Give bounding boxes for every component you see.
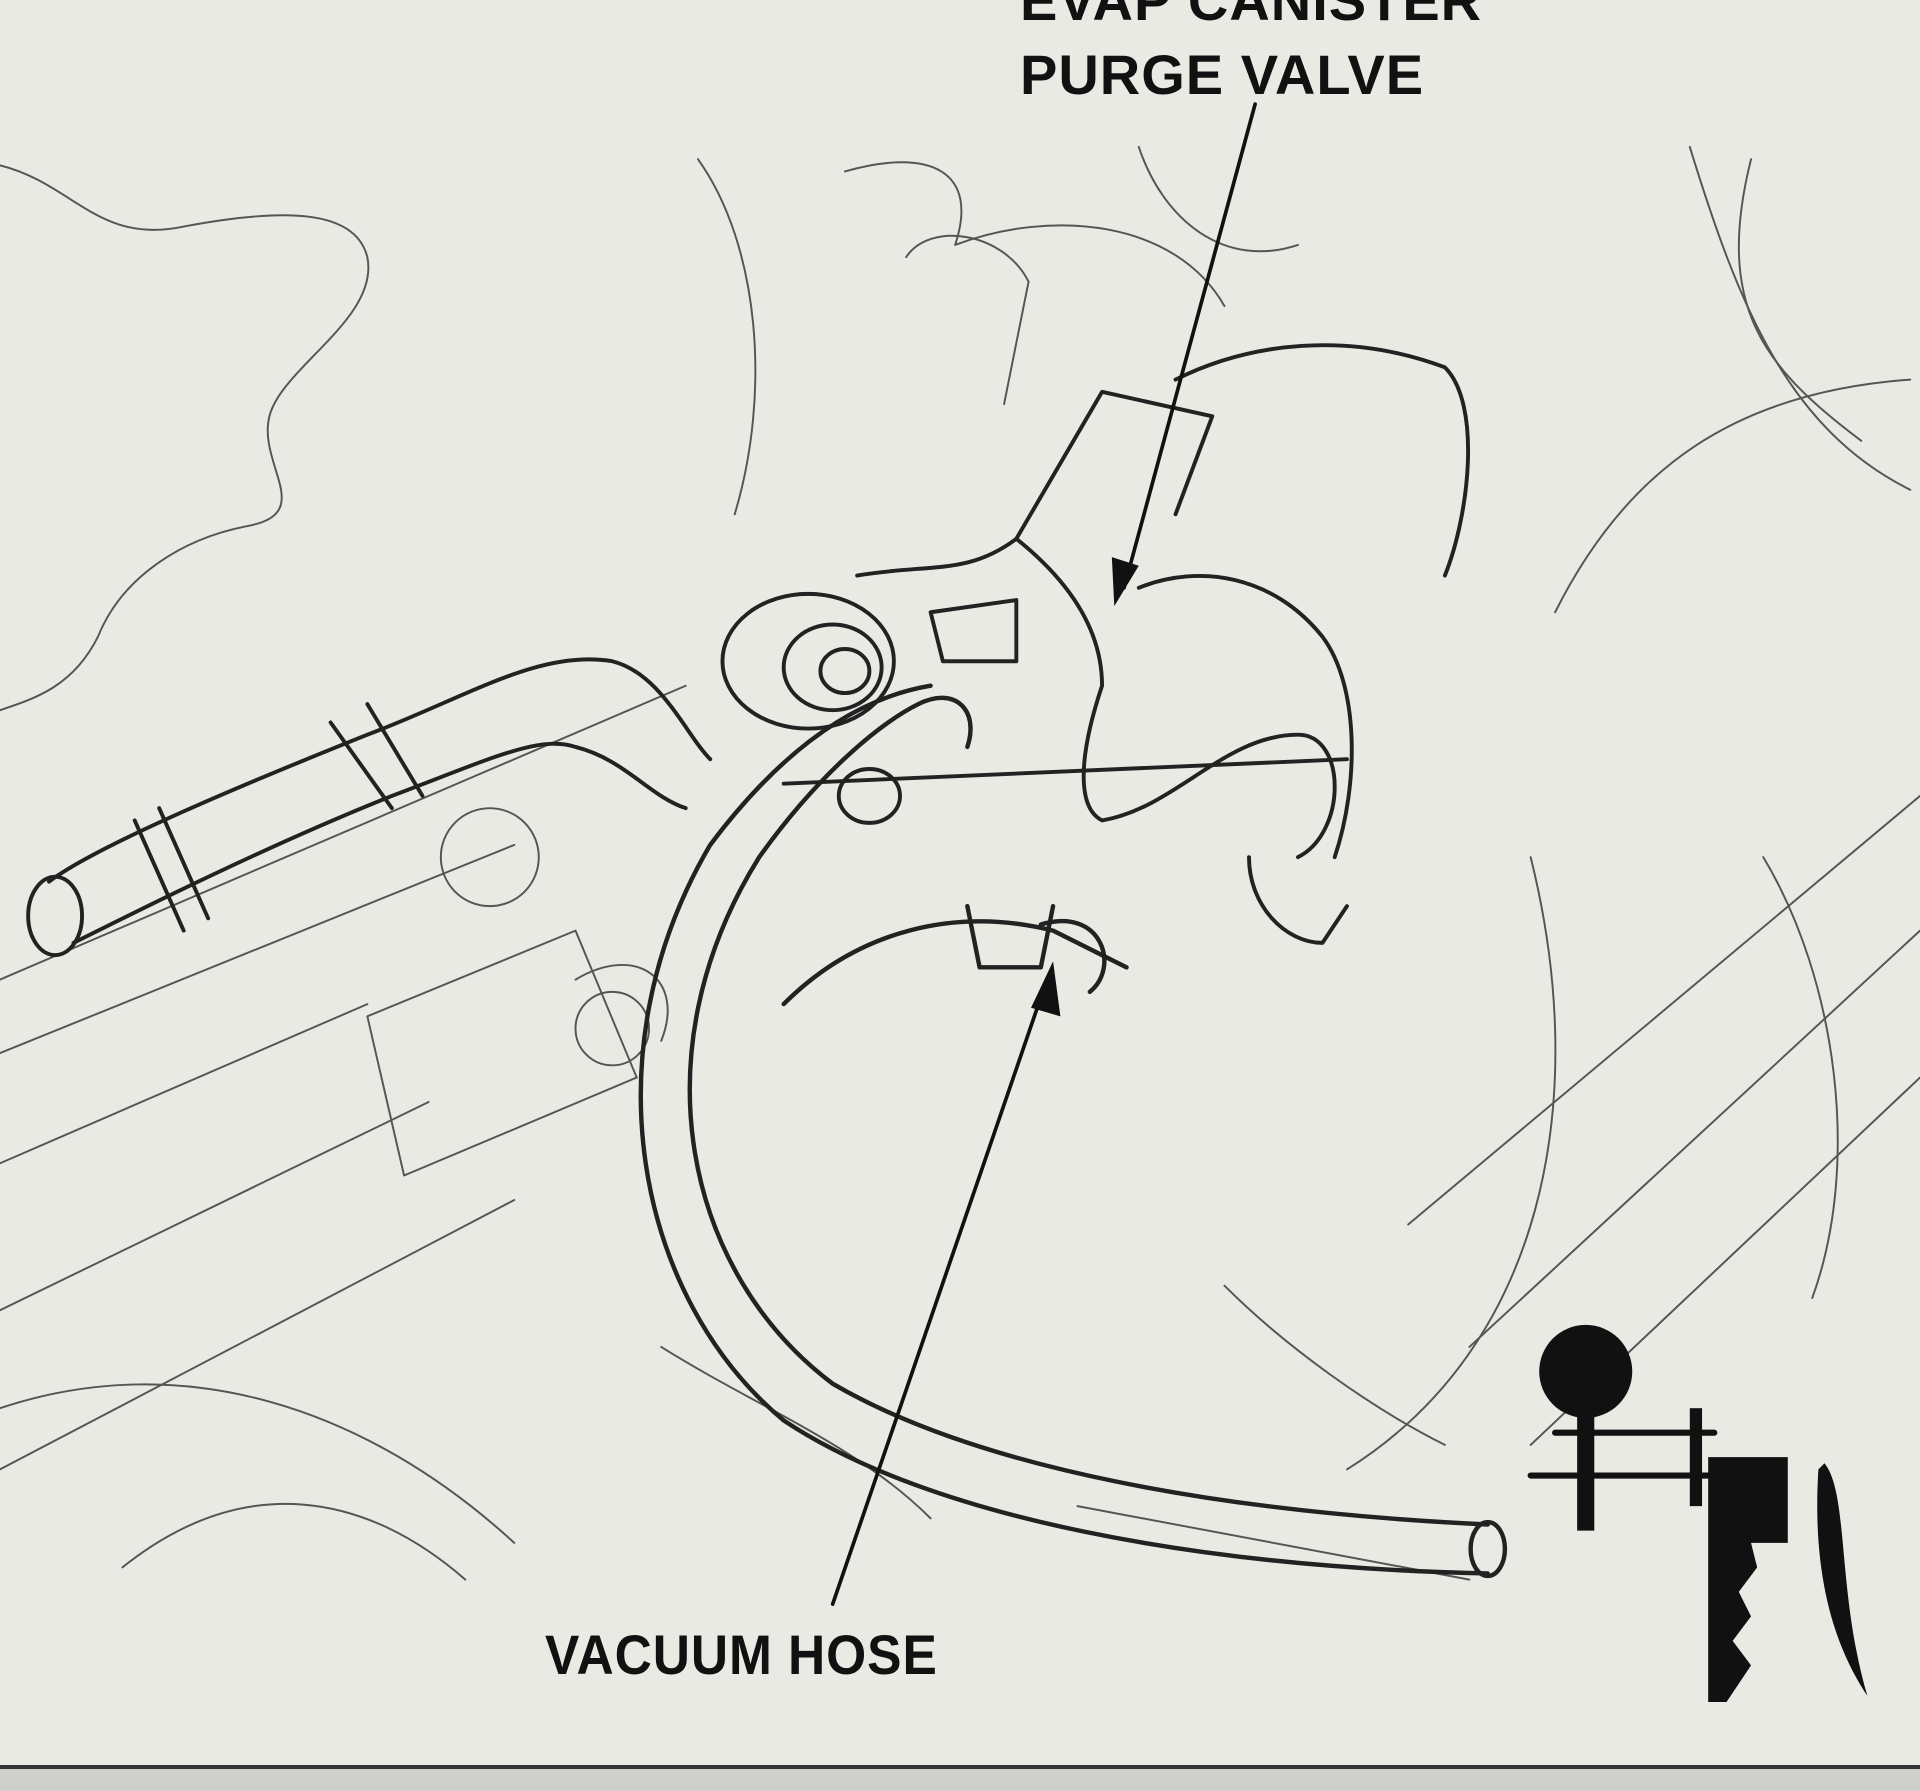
vacuum-pump-icon (1527, 1324, 1868, 1703)
vacuum-hose-drawing (638, 683, 1508, 1579)
screen-bezel (0, 1765, 1920, 1791)
purge-valve-arrow (1122, 102, 1257, 590)
background-engine-parts (0, 145, 1920, 1581)
vacuum-hose-label: VACUUM HOSE (545, 1623, 938, 1686)
left-hose (26, 657, 713, 958)
vacuum-hose-arrowhead (1031, 961, 1061, 1017)
purge-valve-arrowhead (1111, 557, 1139, 607)
purge-valve-label-line2: PURGE VALVE (1020, 43, 1425, 106)
leader-arrows (830, 102, 1257, 1606)
purge-valve-label-line1: EVAP CANISTER (1020, 0, 1483, 32)
purge-valve (720, 343, 1471, 945)
vacuum-hose-arrow (830, 977, 1049, 1606)
